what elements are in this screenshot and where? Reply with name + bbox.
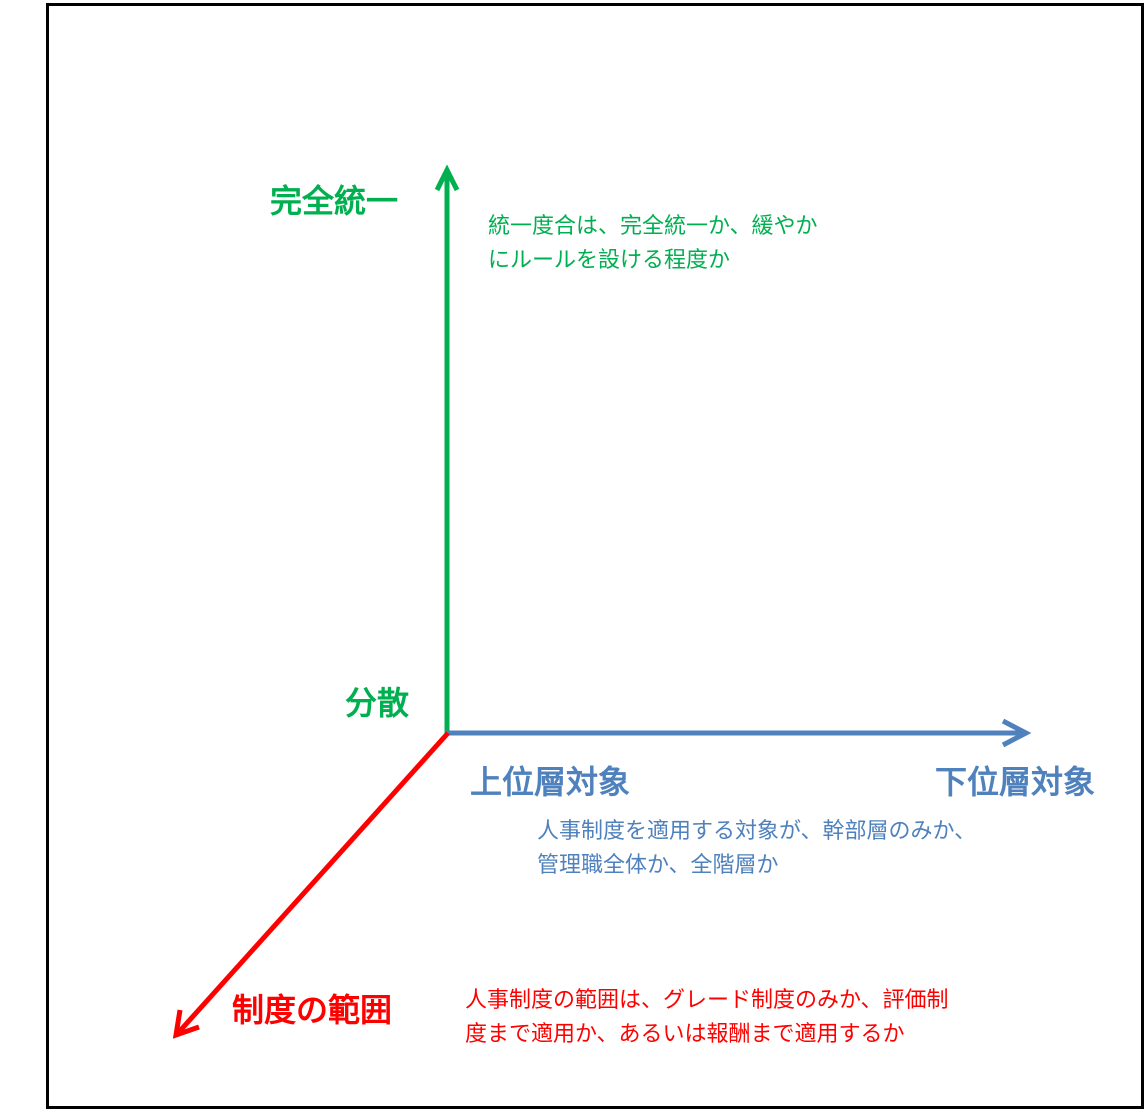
origin-label: 分散 <box>345 684 410 722</box>
diagram-frame <box>46 3 1144 1109</box>
depth-note-line-1: 人事制度の範囲は、グレード制度のみか、評価制 <box>465 988 949 1013</box>
vertical-axis-arrowhead <box>434 164 460 192</box>
vertical-note-line-2: にルールを設ける程度か <box>488 248 731 273</box>
top-label: 完全統一 <box>270 182 399 220</box>
depth-axis-arrowhead <box>172 1009 200 1039</box>
depth-axis-note: 人事制度の範囲は、グレード制度のみか、評価制 度まで適用か、あるいは報酬まで適用… <box>465 984 949 1052</box>
depth-label: 制度の範囲 <box>232 991 393 1029</box>
left-label: 上位層対象 <box>470 763 631 801</box>
horizontal-axis-note: 人事制度を適用する対象が、幹部層のみか、 管理職全体か、全階層か <box>537 815 976 883</box>
horizontal-note-line-2: 管理職全体か、全階層か <box>537 853 779 878</box>
depth-note-line-2: 度まで適用か、あるいは報酬まで適用するか <box>465 1022 905 1047</box>
vertical-note-line-1: 統一度合は、完全統一か、緩やか <box>488 214 818 239</box>
vertical-axis-note: 統一度合は、完全統一か、緩やか にルールを設ける程度か <box>488 210 818 278</box>
depth-axis-line <box>176 731 450 1035</box>
horizontal-axis-arrowhead <box>1001 718 1032 748</box>
right-label: 下位層対象 <box>935 763 1096 801</box>
horizontal-note-line-1: 人事制度を適用する対象が、幹部層のみか、 <box>537 819 977 844</box>
